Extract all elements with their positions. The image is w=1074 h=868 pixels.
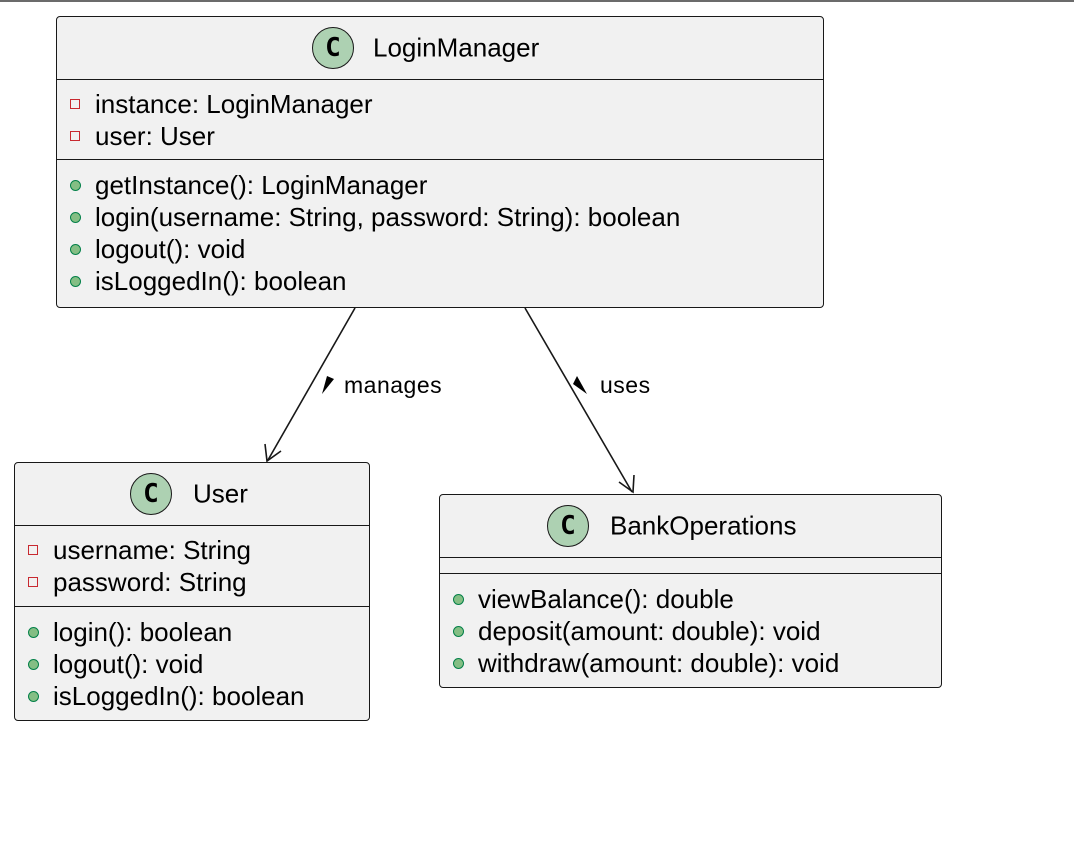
public-marker-icon <box>453 658 464 669</box>
method-row: logout(): void <box>57 233 823 265</box>
public-marker-icon <box>453 594 464 605</box>
private-marker-icon <box>70 99 80 109</box>
class-name: User <box>193 478 248 509</box>
class-header: C User <box>15 463 369 526</box>
private-marker-icon <box>28 545 38 555</box>
class-user[interactable]: C User username: String password: String… <box>14 462 370 721</box>
class-login-manager[interactable]: C LoginManager instance: LoginManager us… <box>56 16 824 308</box>
method-row: deposit(amount: double): void <box>440 615 941 647</box>
class-c-icon: C <box>547 505 589 547</box>
private-marker-icon <box>70 131 80 141</box>
attributes-section <box>440 558 941 574</box>
public-marker-icon <box>70 180 81 191</box>
methods-section: getInstance(): LoginManager login(userna… <box>57 160 823 297</box>
class-name: BankOperations <box>610 510 797 541</box>
public-marker-icon <box>28 627 39 638</box>
class-header: C BankOperations <box>440 495 941 558</box>
top-border-line <box>0 0 1074 2</box>
edge-label-manages: manages <box>344 372 443 398</box>
class-bank-operations[interactable]: C BankOperations viewBalance(): double d… <box>439 494 942 688</box>
class-name: LoginManager <box>373 32 540 63</box>
class-header: C LoginManager <box>57 17 823 80</box>
method-row: getInstance(): LoginManager <box>57 169 823 201</box>
attribute-row: password: String <box>15 566 369 598</box>
methods-section: login(): boolean logout(): void isLogged… <box>15 607 369 712</box>
attribute-row: username: String <box>15 534 369 566</box>
method-row: isLoggedIn(): boolean <box>57 265 823 297</box>
class-c-icon: C <box>130 473 172 515</box>
public-marker-icon <box>28 691 39 702</box>
edge-uses <box>524 307 635 494</box>
methods-section: viewBalance(): double deposit(amount: do… <box>440 574 941 679</box>
public-marker-icon <box>70 276 81 287</box>
attribute-row: instance: LoginManager <box>57 88 823 120</box>
method-row: viewBalance(): double <box>440 583 941 615</box>
method-row: login(): boolean <box>15 616 369 648</box>
edge-label-uses: uses <box>600 372 651 398</box>
edge-manages <box>264 307 356 463</box>
public-marker-icon <box>28 659 39 670</box>
attributes-section: instance: LoginManager user: User <box>57 80 823 160</box>
direction-arrow-icon <box>322 376 334 394</box>
attribute-row: user: User <box>57 120 823 152</box>
public-marker-icon <box>453 626 464 637</box>
method-row: withdraw(amount: double): void <box>440 647 941 679</box>
public-marker-icon <box>70 244 81 255</box>
public-marker-icon <box>70 212 81 223</box>
method-row: isLoggedIn(): boolean <box>15 680 369 712</box>
direction-arrow-icon <box>573 376 587 394</box>
method-row: logout(): void <box>15 648 369 680</box>
method-row: login(username: String, password: String… <box>57 201 823 233</box>
class-c-icon: C <box>312 27 354 69</box>
attributes-section: username: String password: String <box>15 526 369 607</box>
private-marker-icon <box>28 577 38 587</box>
